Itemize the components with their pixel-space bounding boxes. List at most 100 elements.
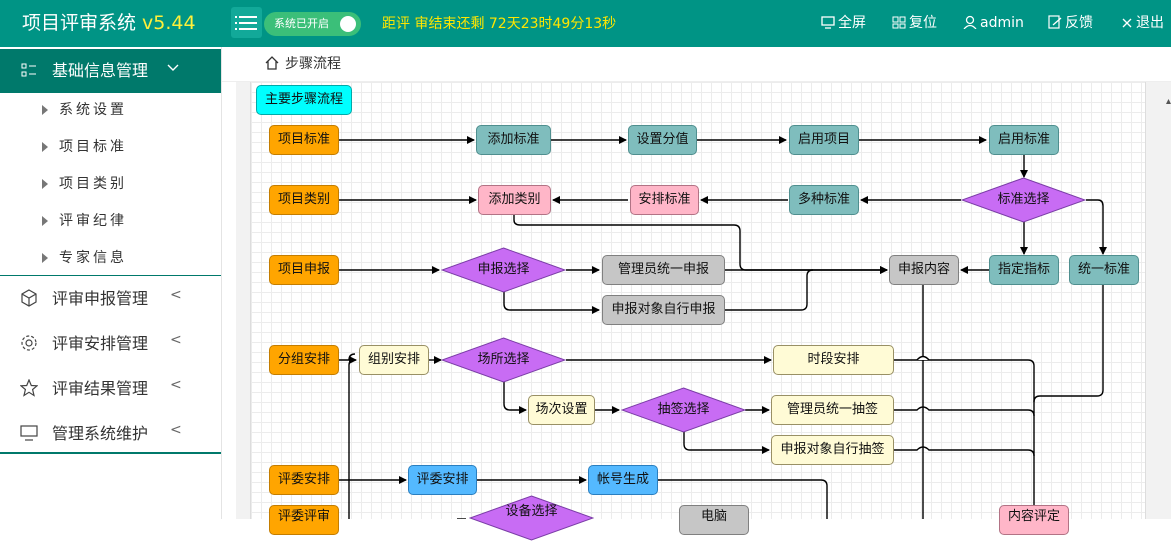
home-icon[interactable] [265, 56, 279, 70]
scroll-up-icon[interactable] [1166, 96, 1171, 106]
node-group-arrangement[interactable]: 分组安排 [269, 345, 339, 375]
sidebar-group-arrangement[interactable]: 评审安排管理 < [0, 321, 221, 366]
decision-label: 申报选择 [477, 262, 530, 277]
system-status-toggle[interactable]: 系统已开启 [264, 12, 361, 36]
node-judge-setup[interactable]: 评委安排 [408, 465, 477, 495]
node-judge-arrangement[interactable]: 评委安排 [269, 465, 339, 495]
sidebar-item-project-category[interactable]: 项目类别 [0, 166, 221, 203]
desktop-icon [20, 425, 38, 441]
flow-connectors [339, 136, 1107, 519]
decision-label: 设备选择 [505, 504, 558, 519]
sidebar-item-system-settings[interactable]: 系统设置 [0, 92, 221, 129]
content-area: 主要步骤流程 项目标准 添加标准 设置分值 启用项目 启用标准 项目类别 添加类… [236, 82, 1171, 541]
node-application-content[interactable]: 申报内容 [889, 255, 959, 285]
sidebar-group-label: 评审结果管理 [52, 379, 149, 398]
diamond-shape [441, 337, 566, 383]
breadcrumb: 步骤流程 [222, 47, 1171, 82]
decision-label: 标准选择 [997, 192, 1050, 207]
sidebar-group-basic-info[interactable]: 基础信息管理 [0, 49, 221, 93]
chevron-left-icon: < [170, 377, 182, 393]
list-icon [21, 63, 36, 77]
node-add-category[interactable]: 添加类别 [478, 185, 551, 215]
fullscreen-label: 全屏 [838, 15, 866, 31]
flow-title-box: 主要步骤流程 [256, 85, 352, 115]
sidebar: 基础信息管理 系统设置 项目标准 项目类别 评审纪律 专家信息 评审申报管理 <… [0, 47, 222, 519]
diamond-shape [621, 387, 746, 433]
sidebar-group-results[interactable]: 评审结果管理 < [0, 366, 221, 411]
sidebar-group-label: 管理系统维护 [52, 424, 149, 443]
node-unified-standard[interactable]: 统一标准 [1069, 255, 1139, 285]
node-project-category[interactable]: 项目类别 [269, 185, 339, 215]
chevron-left-icon: < [170, 287, 182, 303]
logout-label: 退出 [1136, 15, 1164, 31]
sidebar-item-project-standard[interactable]: 项目标准 [0, 129, 221, 166]
node-account-generate[interactable]: 帐号生成 [588, 465, 658, 495]
sidebar-item-expert-info[interactable]: 专家信息 [0, 240, 221, 277]
user-menu[interactable]: admin [963, 0, 1024, 47]
sidebar-item-label: 项目标准 [59, 139, 127, 155]
monitor-icon [821, 16, 835, 29]
sidebar-group-label: 评审安排管理 [52, 334, 149, 353]
feedback-button[interactable]: 反馈 [1048, 0, 1093, 47]
sidebar-bottom-divider [0, 452, 221, 454]
diamond-shape [441, 247, 566, 293]
close-icon [1122, 18, 1132, 28]
logout-button[interactable]: 退出 [1121, 0, 1164, 47]
flow-canvas: 主要步骤流程 项目标准 添加标准 设置分值 启用项目 启用标准 项目类别 添加类… [250, 82, 1146, 541]
sidebar-group-application[interactable]: 评审申报管理 < [0, 276, 221, 321]
app-name: 项目评审系统 [22, 12, 137, 34]
node-admin-apply[interactable]: 管理员统一申报 [602, 255, 725, 285]
sidebar-item-review-discipline[interactable]: 评审纪律 [0, 203, 221, 240]
star-icon [20, 379, 38, 397]
chevron-down-icon [167, 64, 179, 71]
cube-icon [21, 289, 37, 307]
node-assign-indicator[interactable]: 指定指标 [989, 255, 1059, 285]
decision-label: 抽签选择 [657, 402, 710, 417]
node-project-standard[interactable]: 项目标准 [269, 125, 339, 155]
decision-venue-select[interactable]: 场所选择 [441, 337, 566, 383]
node-enable-standard[interactable]: 启用标准 [989, 125, 1059, 155]
sidebar-item-label: 系统设置 [59, 102, 127, 118]
node-session-setup[interactable]: 场次设置 [528, 395, 595, 425]
node-group-setup[interactable]: 组别安排 [359, 345, 429, 375]
sidebar-group-label: 基础信息管理 [52, 61, 149, 80]
sidebar-group-maintenance[interactable]: 管理系统维护 < [0, 411, 221, 456]
decision-lottery-select[interactable]: 抽签选择 [621, 387, 746, 433]
breadcrumb-current: 步骤流程 [285, 56, 341, 72]
reset-button[interactable]: 复位 [892, 0, 937, 47]
system-status-label: 系统已开启 [274, 17, 329, 30]
node-self-apply[interactable]: 申报对象自行申报 [602, 295, 725, 325]
reset-label: 复位 [909, 15, 937, 31]
menu-toggle-icon[interactable] [231, 7, 262, 38]
sidebar-item-label: 项目类别 [59, 176, 127, 192]
node-arrange-standard[interactable]: 安排标准 [630, 185, 699, 215]
sidebar-item-label: 专家信息 [59, 250, 127, 266]
username: admin [980, 15, 1024, 31]
node-content-evaluation[interactable]: 内容评定 [999, 505, 1069, 535]
node-set-score[interactable]: 设置分值 [628, 125, 697, 155]
node-add-standard[interactable]: 添加标准 [476, 125, 551, 155]
grid-icon [892, 16, 906, 29]
node-computer[interactable]: 电脑 [679, 505, 749, 535]
node-judge-review[interactable]: 评委评审 [269, 505, 339, 535]
chevron-left-icon: < [170, 332, 182, 348]
sidebar-group-label: 评审申报管理 [52, 289, 149, 308]
decision-application-select[interactable]: 申报选择 [441, 247, 566, 293]
node-multi-standard[interactable]: 多种标准 [789, 185, 859, 215]
feedback-label: 反馈 [1065, 15, 1093, 31]
node-project-application[interactable]: 项目申报 [269, 255, 339, 285]
node-self-lottery[interactable]: 申报对象自行抽签 [771, 435, 894, 465]
vertical-scrollbar[interactable] [1166, 82, 1171, 519]
decision-device-select[interactable]: 设备选择 [469, 495, 594, 541]
node-admin-lottery[interactable]: 管理员统一抽签 [771, 395, 894, 425]
decision-standard-select[interactable]: 标准选择 [961, 177, 1086, 223]
edit-icon [1048, 15, 1062, 29]
node-time-slot[interactable]: 时段安排 [773, 345, 894, 375]
node-enable-project[interactable]: 启用项目 [789, 125, 859, 155]
toggle-knob [340, 16, 356, 32]
gear-icon [21, 335, 37, 351]
review-countdown: 距评 审结束还剩 72天23时49分13秒 [382, 16, 617, 32]
fullscreen-button[interactable]: 全屏 [821, 0, 866, 47]
